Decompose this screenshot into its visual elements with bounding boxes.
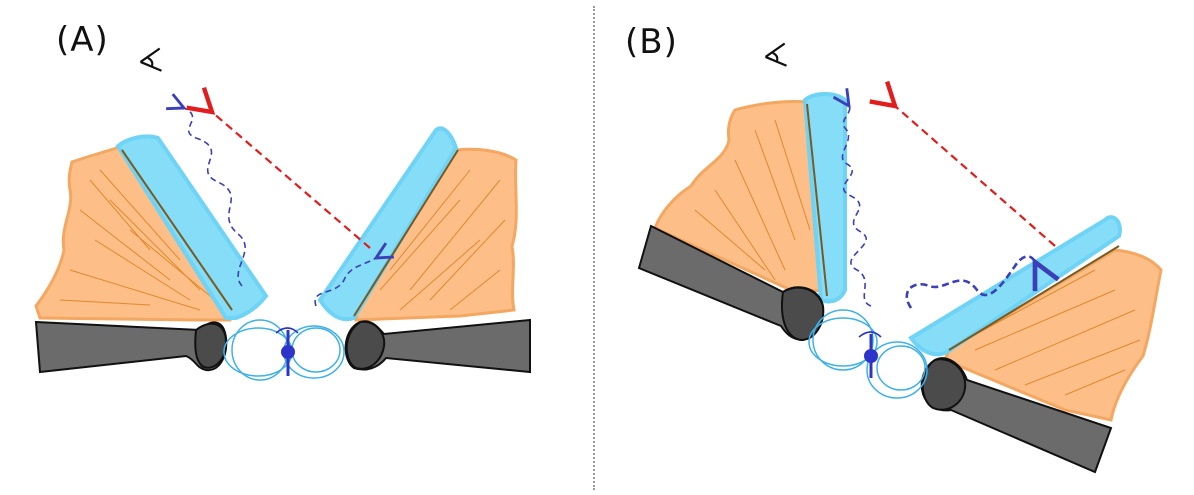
left-muscle-fibers [694,119,811,281]
panel-b-illustration [637,42,1163,474]
right-cartilage [317,126,459,322]
right-cartilage [908,215,1122,357]
panel-divider [593,6,595,490]
panel-b: (B) [595,0,1194,495]
magnetic-field-lines [808,309,928,399]
wave-arrow-right [905,255,1035,309]
right-muscle [354,147,518,322]
direct-arrow [186,86,371,249]
dipole-source [275,327,299,376]
eye-icon [764,42,787,67]
right-muscle-fibers [964,269,1141,396]
direct-arrow [869,80,1056,247]
eye-icon [139,47,162,72]
left-muscle-fibers [59,169,216,311]
wave-arrow-left [184,108,246,287]
panel-a-label: (A) [56,20,109,60]
wave-arrow-right [314,258,376,307]
left-bone [34,320,228,374]
wave-arrow-left [842,106,872,307]
dipole-source [858,331,882,378]
panel-b-label: (B) [625,22,678,62]
right-muscle-fibers [379,169,506,311]
left-cartilage [802,92,847,304]
left-cartilage [115,134,269,320]
panel-a: (A) [0,0,593,495]
panel-a-illustration [34,47,531,381]
